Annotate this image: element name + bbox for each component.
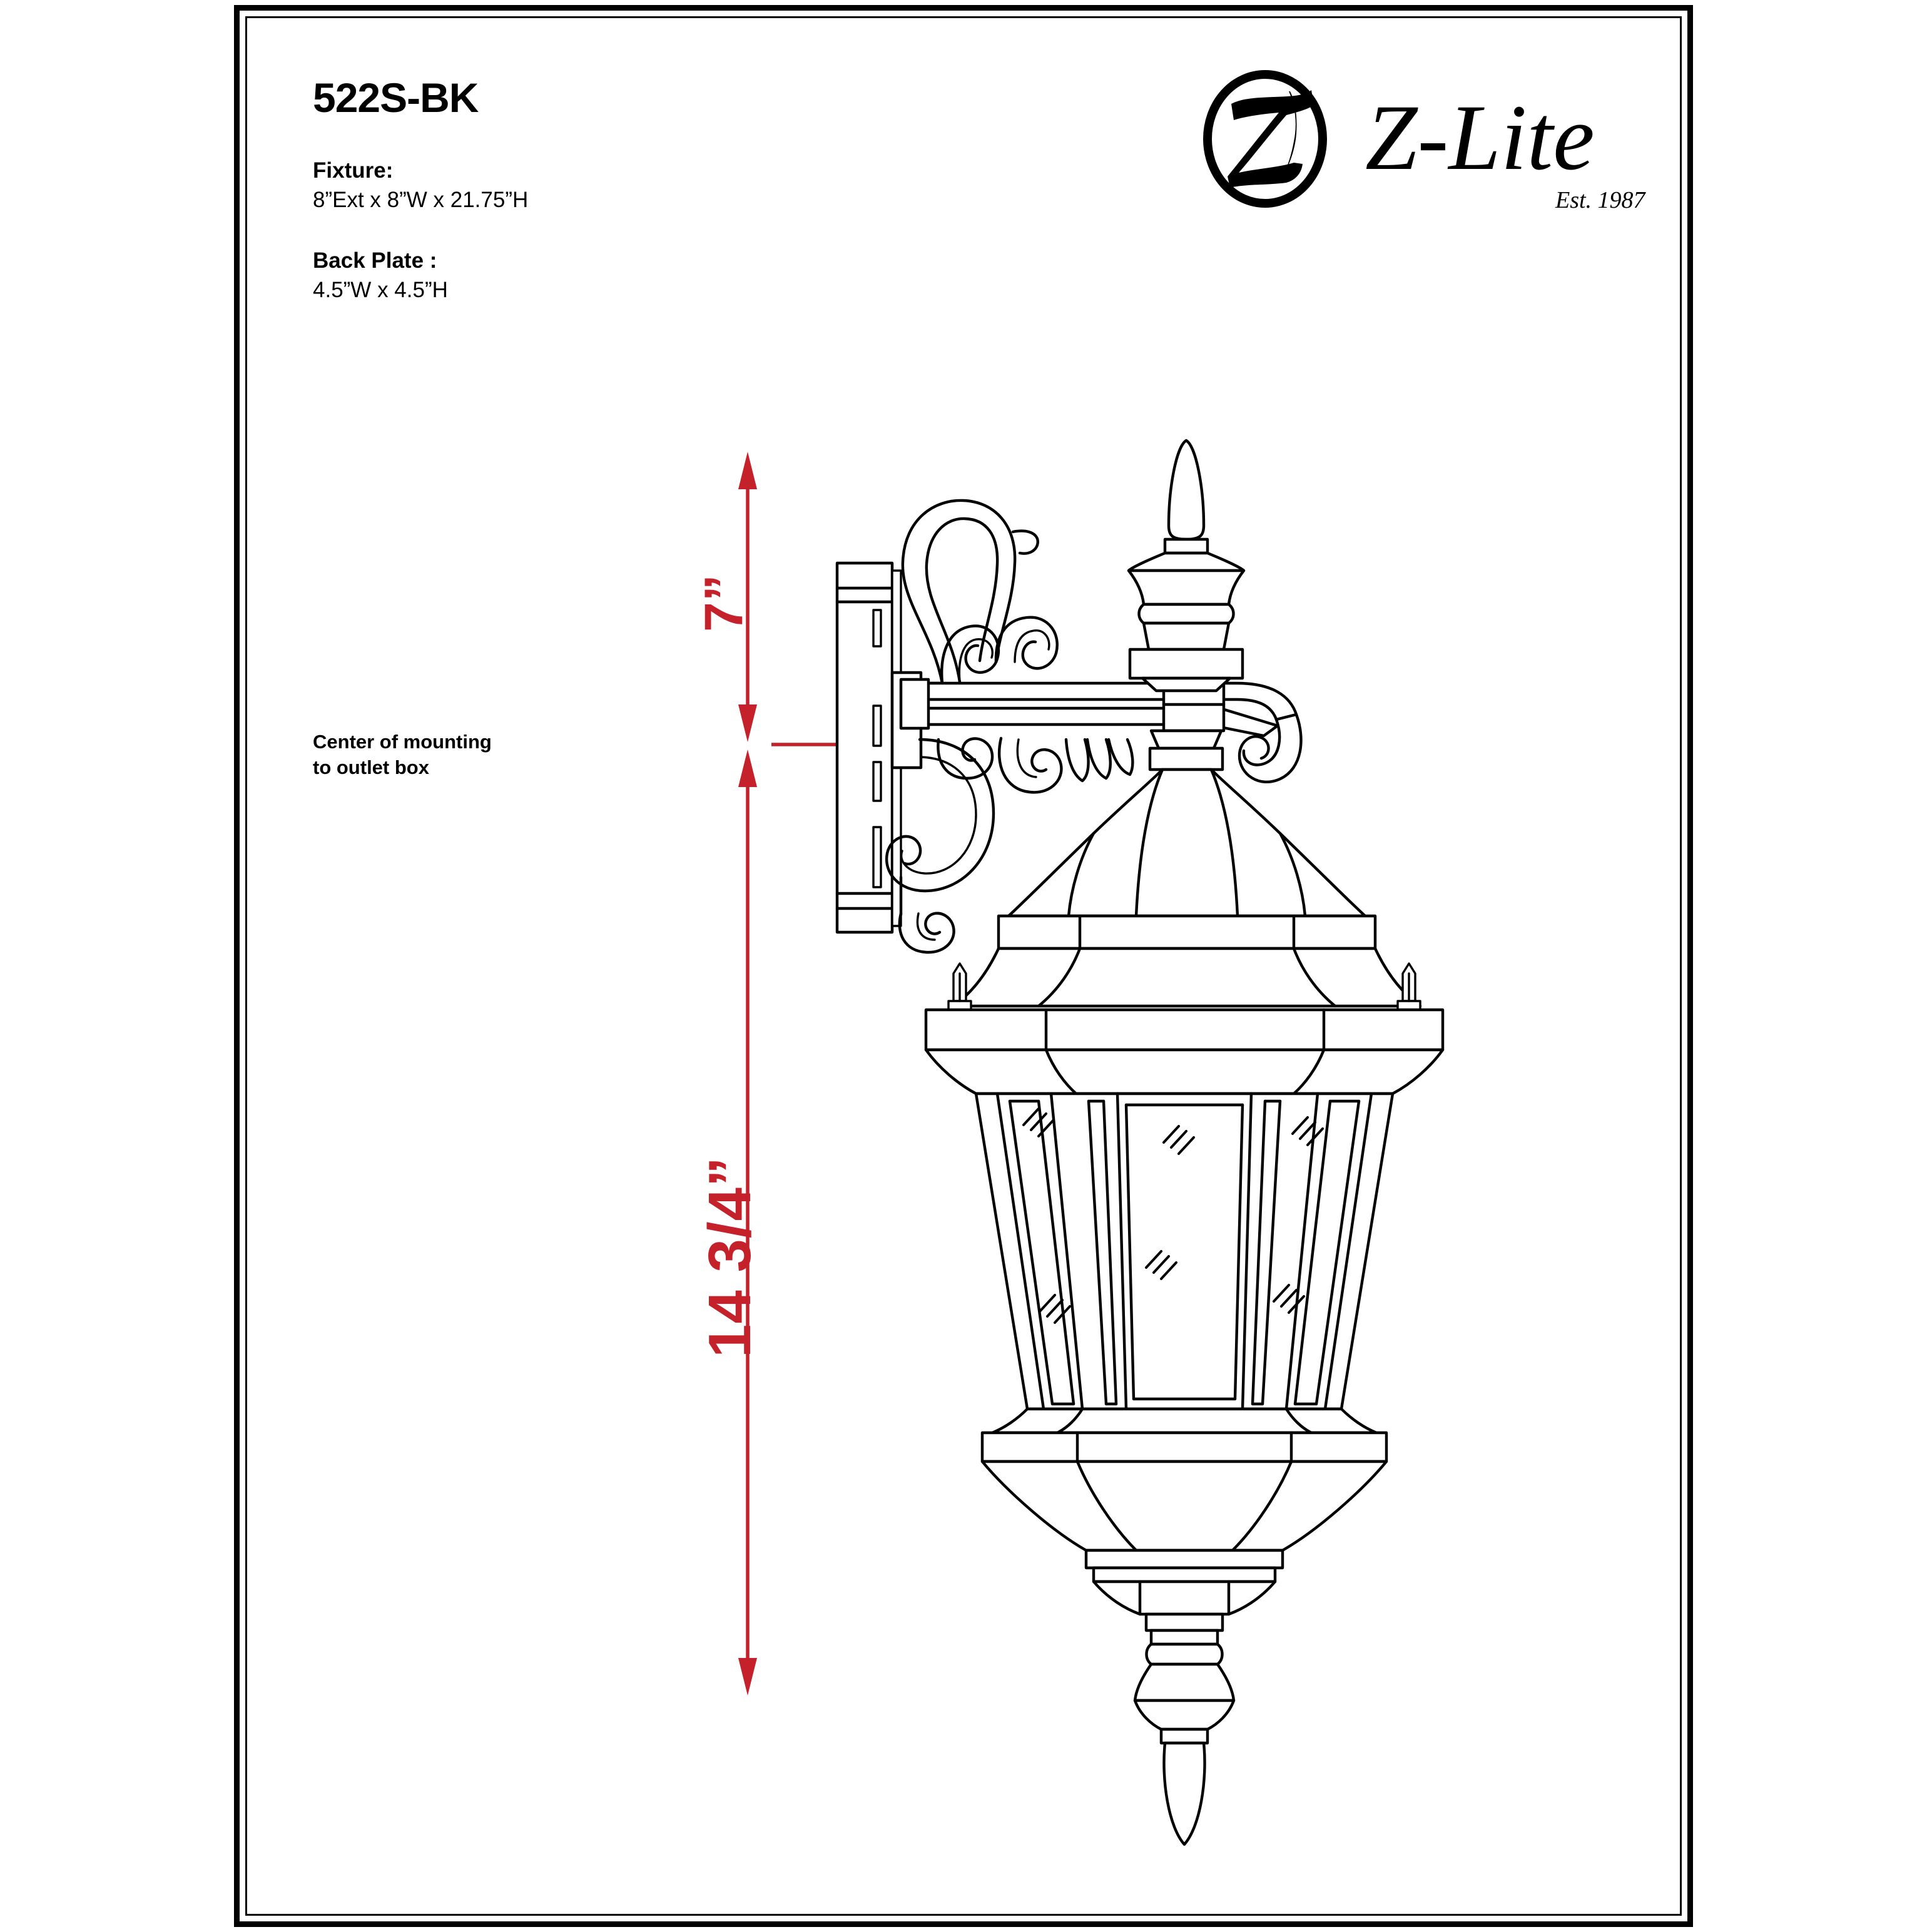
dimension-label-upper: 7” xyxy=(694,574,754,632)
page-title: 522S-BK xyxy=(313,74,479,121)
callout-line-2: to outlet box xyxy=(313,756,429,778)
page-border-outer xyxy=(234,5,1693,1927)
backplate-label: Back Plate : xyxy=(313,248,437,273)
fixture-dimensions: 8”Ext x 8”W x 21.75”H xyxy=(313,187,529,212)
spec-group-fixture: Fixture: 8”Ext x 8”W x 21.75”H xyxy=(313,156,876,215)
mounting-callout-text: Center of mounting to outlet box xyxy=(313,730,601,781)
backplate-dimensions: 4.5”W x 4.5”H xyxy=(313,278,448,303)
spec-group-backplate: Back Plate : 4.5”W x 4.5”H xyxy=(313,246,876,305)
logo-oval-icon xyxy=(1203,70,1327,208)
specification-text-block: 522S-BK Fixture: 8”Ext x 8”W x 21.75”H B… xyxy=(313,75,876,337)
callout-line-1: Center of mounting xyxy=(313,731,492,753)
brand-logo: Z-Lite Est. 1987 xyxy=(1195,69,1670,231)
fixture-label: Fixture: xyxy=(313,158,394,183)
logo-monogram-z-icon xyxy=(1228,90,1314,188)
page-border-inner xyxy=(245,16,1682,1916)
logo-established: Est. 1987 xyxy=(1555,187,1647,213)
logo-wordmark: Z-Lite xyxy=(1365,86,1595,190)
dimension-label-lower: 14 3/4” xyxy=(696,1156,763,1358)
